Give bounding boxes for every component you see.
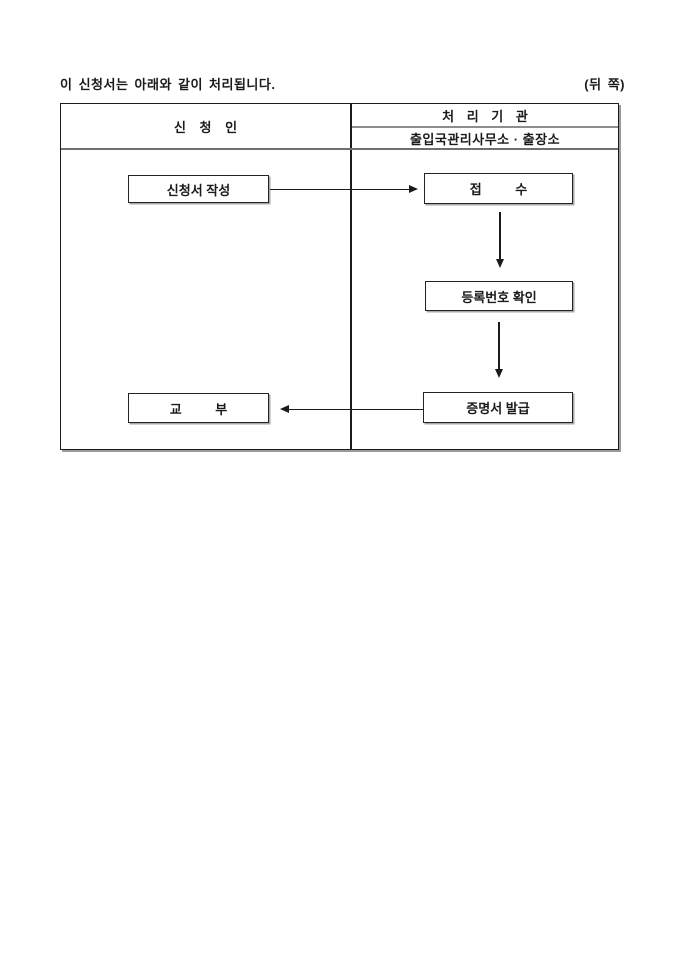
arrow-line	[499, 212, 501, 259]
arrow-line	[289, 408, 423, 410]
agency-subheader-divider-line	[352, 126, 618, 128]
agency-column-subheader: 출입국관리사무소 · 출장소	[409, 131, 561, 147]
arrow-head	[494, 369, 503, 378]
process-flow-table: 신 청 인 처 리 기 관 출입국관리사무소 · 출장소 신청서 작성 접 수 …	[60, 103, 619, 450]
arrow-line	[270, 188, 409, 190]
flow-box-write-application: 신청서 작성	[128, 175, 269, 203]
back-side-label: (뒤 쪽)	[584, 77, 625, 92]
applicant-column-header: 신 청 인	[173, 119, 238, 135]
arrow-line	[498, 322, 500, 369]
column-divider-line	[350, 104, 352, 449]
flow-box-issue-certificate: 증명서 발급	[423, 392, 573, 423]
arrow-head	[280, 404, 289, 413]
flow-box-check-registration-number: 등록번호 확인	[425, 281, 573, 311]
arrow-head	[409, 184, 418, 193]
agency-column-header: 처 리 기 관	[442, 108, 528, 124]
flow-box-delivery: 교 부	[128, 393, 269, 423]
header-bottom-line	[61, 148, 618, 150]
arrow-head	[495, 259, 504, 268]
page-title: 이 신청서는 아래와 같이 처리됩니다.	[60, 77, 276, 92]
flow-box-receipt: 접 수	[424, 173, 573, 204]
title-row: 이 신청서는 아래와 같이 처리됩니다. (뒤 쪽)	[60, 74, 625, 93]
